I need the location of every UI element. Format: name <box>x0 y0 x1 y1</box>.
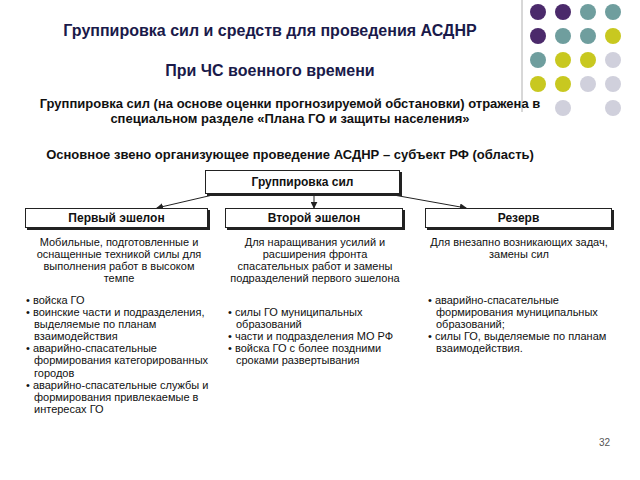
text-column: • войска ГО• воинские части и подразделе… <box>26 294 216 415</box>
bullet-item: • воинские части и подразделения, выделя… <box>26 306 216 342</box>
bullet-item: • аварийно-спасательные формирования кат… <box>26 342 216 378</box>
box-label: Резерв <box>492 209 546 227</box>
text-column: Мобильные, подготовленные и оснащенные т… <box>28 236 210 284</box>
box-label: Группировка сил <box>246 173 360 191</box>
description-text: Для наращивания усилий и расширения фрон… <box>226 236 404 284</box>
bullet-item: • силы ГО, выделяемые по планам взаимоде… <box>428 330 613 354</box>
intro-text: Основное звено организующее проведение А… <box>20 148 560 163</box>
echelon-box: Первый эшелон <box>25 208 208 228</box>
subtitle: При ЧС военного времени <box>20 62 520 80</box>
description-text: Мобильные, подготовленные и оснащенные т… <box>28 236 210 284</box>
text-column: Для внезапно возникающих задач, замены с… <box>424 236 614 260</box>
echelon-box: Резерв <box>425 208 612 228</box>
title: Группировка сил и средств для проведения… <box>20 22 520 40</box>
bullet-item: • войска ГО <box>26 294 216 306</box>
box-label: Первый эшелон <box>62 209 170 227</box>
echelon-box: Второй эшелон <box>225 208 403 228</box>
dot-grid <box>530 4 621 116</box>
description-text: Для внезапно возникающих задач, замены с… <box>424 236 614 260</box>
bullet-item: • аварийно-спасательные службы и формиро… <box>26 379 216 415</box>
bullet-item: • силы ГО муниципальных образований <box>228 306 408 330</box>
text-column: • аварийно-спасательные формирования мун… <box>428 294 613 354</box>
intro-text: Группировка сил (на основе оценки прогно… <box>25 97 555 127</box>
bullet-item: • войска ГО с более поздними сроками раз… <box>228 342 408 366</box>
connector-arrow <box>388 194 466 208</box>
connector-arrow <box>314 194 315 208</box>
box-label: Второй эшелон <box>262 209 366 227</box>
connector-arrow <box>157 194 217 208</box>
page-number: 32 <box>580 437 610 449</box>
group-box: Группировка сил <box>205 170 400 194</box>
bullet-item: • аварийно-спасательные формирования мун… <box>428 294 613 330</box>
divider-line <box>522 0 523 112</box>
text-column: Для наращивания усилий и расширения фрон… <box>226 236 404 284</box>
text-column: • силы ГО муниципальных образований• час… <box>228 306 408 366</box>
bullet-item: • части и подразделения МО РФ <box>228 330 408 342</box>
